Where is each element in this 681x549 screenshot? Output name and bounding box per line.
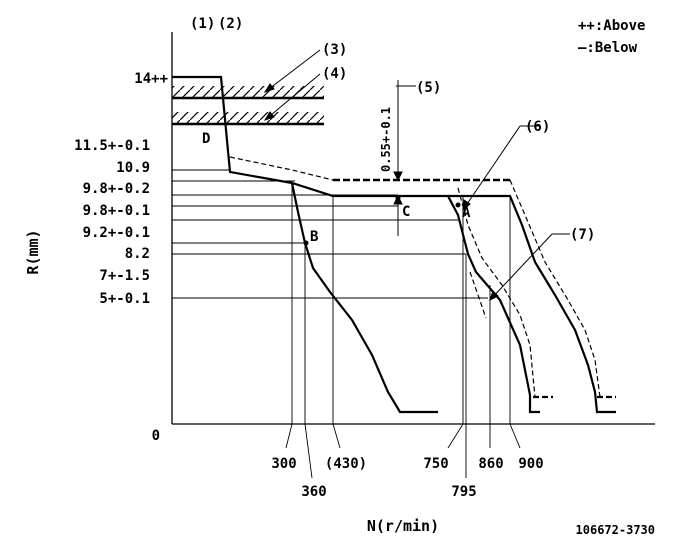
- point-a-marker: [455, 202, 461, 208]
- y-tick-5: 5+-0.1: [99, 291, 150, 307]
- x-tick-795: 795: [451, 484, 476, 500]
- y-tick-9-8b: 9.8+-0.1: [83, 203, 150, 219]
- point-c: C: [402, 204, 410, 220]
- label-2: (2): [218, 16, 243, 32]
- solid-curve-main: [172, 75, 540, 414]
- x-tick-leaders: [285, 423, 521, 479]
- label-1: (1): [190, 16, 215, 32]
- y-tick-8-2: 8.2: [125, 246, 150, 262]
- dashed-curve-upper: [229, 156, 334, 181]
- y-tick-11-5: 11.5+-0.1: [74, 138, 150, 154]
- solid-curve-right: [448, 194, 616, 414]
- x-tick-900: 900: [518, 456, 543, 472]
- callout-4: (4): [322, 66, 347, 82]
- x-tick-labels: 300 360 (430) 750 795 860 900: [271, 456, 543, 500]
- y-tick-9-8a: 9.8+-0.2: [83, 181, 150, 197]
- point-b: B: [310, 229, 318, 245]
- y-tick-10-9: 10.9: [116, 160, 150, 176]
- point-d: D: [202, 131, 210, 147]
- callout-6: (6): [525, 119, 550, 135]
- x-tick-300: 300: [271, 456, 296, 472]
- vertical-reference-lines: [291, 181, 511, 424]
- x-axis-title: N(r/min): [367, 517, 439, 535]
- x-tick-360: 360: [301, 484, 326, 500]
- dimension-5-text: 0.55+-0.1: [379, 107, 393, 172]
- dashed-curve-short: [469, 271, 487, 319]
- legend-above: ++:Above: [578, 18, 645, 34]
- y-axis-title: R(mm): [24, 229, 42, 274]
- point-b-marker: [303, 240, 309, 246]
- solid-curve-low-idle: [290, 182, 438, 414]
- point-c-marker: [395, 195, 401, 201]
- y-tick-9-2: 9.2+-0.1: [83, 225, 150, 241]
- callout-3: (3): [322, 42, 347, 58]
- x-tick-430: (430): [325, 456, 367, 472]
- legend-below: —:Below: [578, 40, 638, 56]
- y-tick-0: 0: [152, 428, 160, 444]
- y-tick-7: 7+-1.5: [99, 268, 150, 284]
- dashed-curve-middle: [457, 187, 536, 398]
- horizontal-reference-lines: [172, 169, 488, 299]
- document-id: 106672-3730: [576, 523, 655, 537]
- x-tick-860: 860: [478, 456, 503, 472]
- x-tick-750: 750: [423, 456, 448, 472]
- callout-5: (5): [416, 80, 441, 96]
- point-a: A: [462, 205, 471, 221]
- y-tick-labels: 14++ 11.5+-0.1 10.9 9.8+-0.2 9.8+-0.1 9.…: [74, 71, 168, 444]
- y-tick-14: 14++: [134, 71, 168, 87]
- dimension-5: [393, 80, 403, 236]
- hatched-band-3: [172, 86, 324, 98]
- hatched-band-4: [172, 112, 324, 124]
- callout-7: (7): [570, 227, 595, 243]
- callout-leaders: [263, 49, 570, 301]
